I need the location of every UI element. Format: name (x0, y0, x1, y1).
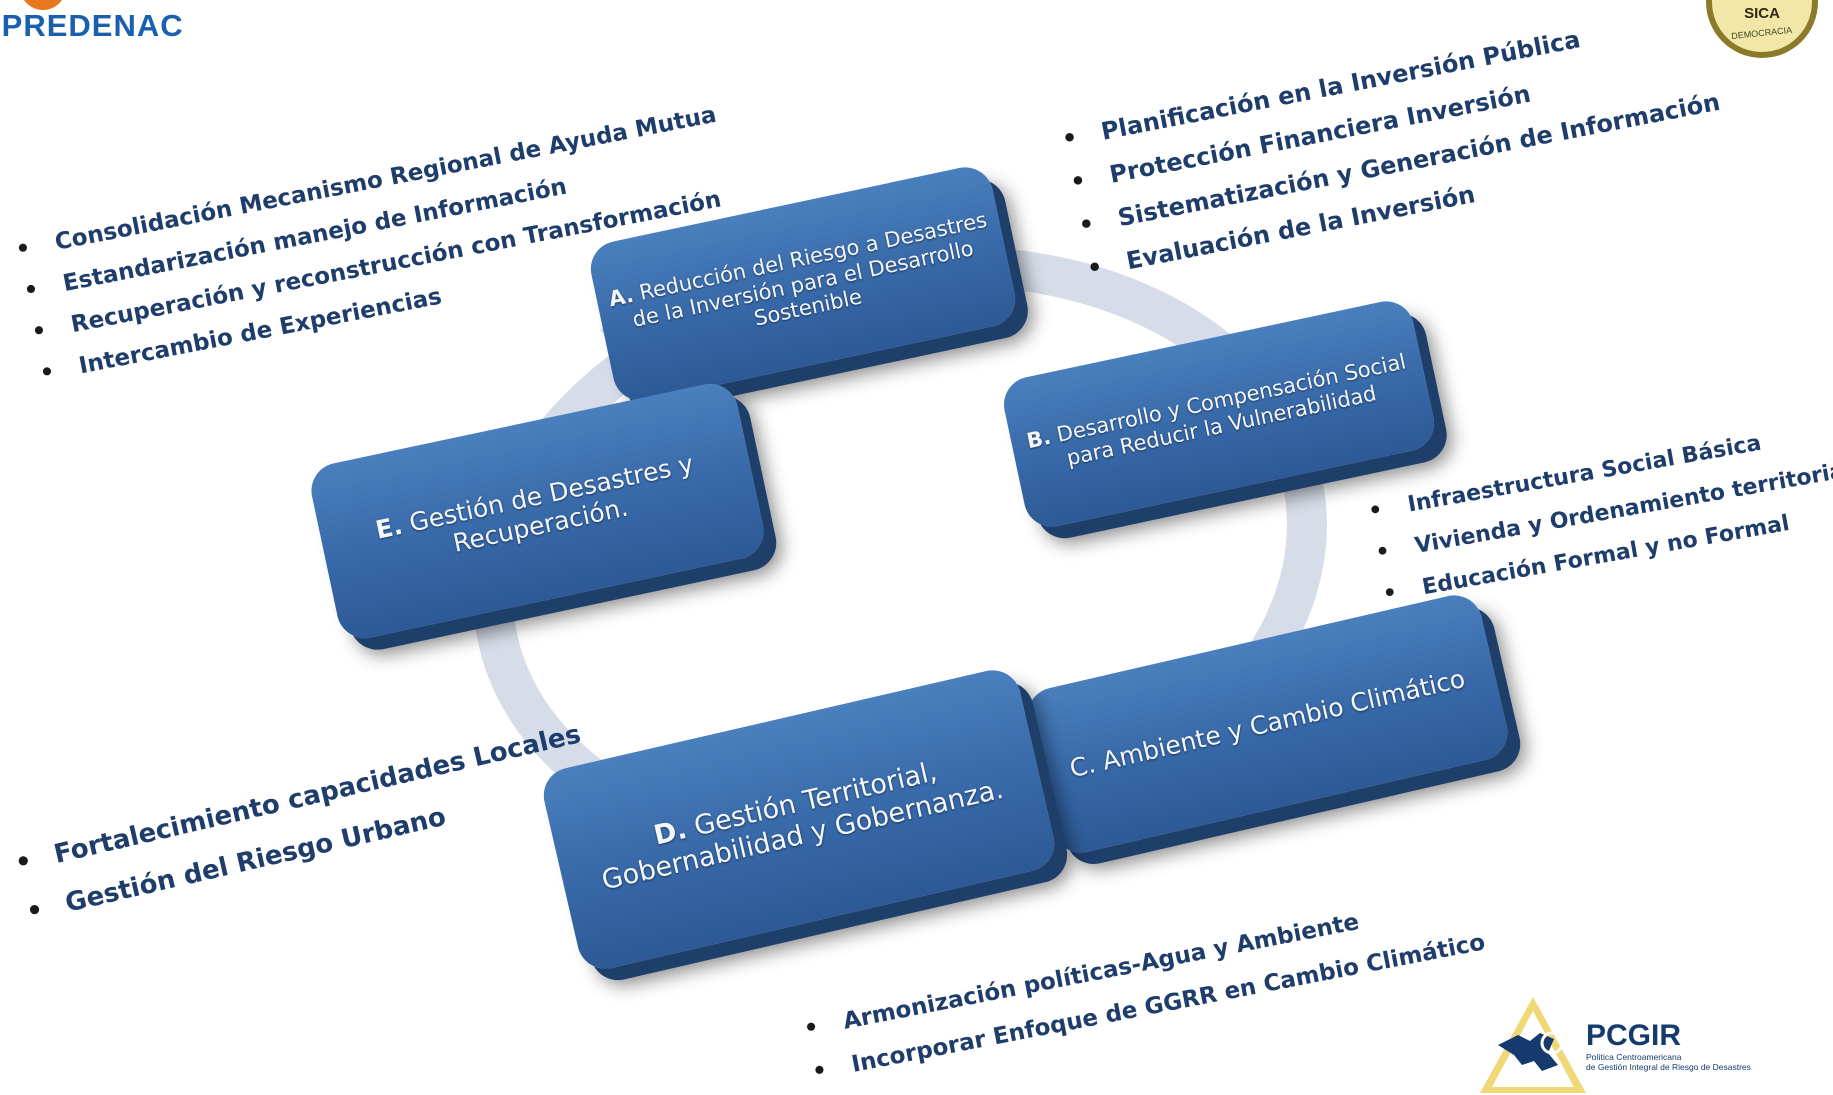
sica-logo-text: SICA (1744, 5, 1780, 22)
list-bottom: Armonización políticas-Agua y Ambiente I… (800, 877, 1489, 1094)
list-bottom-left: Fortalecimiento capacidades Locales Gest… (10, 710, 597, 938)
box-c-environment-climate: C. Ambiente y Cambio Climático (1022, 589, 1513, 859)
list-right: Infraestructura Social Básica Vivienda y… (1365, 408, 1833, 616)
pcgir-subtitle-2: de Gestión Integral de Riesgo de Desastr… (1586, 1062, 1751, 1072)
sica-logo: SICA DEMOCRACIA (1706, 0, 1818, 58)
box-e-text: Gestión de Desastres y Recuperación. (406, 448, 696, 558)
pcgir-map-icon (1480, 997, 1586, 1093)
cepredenac-logo: EPREDENAC (0, 0, 220, 48)
box-e-letter: E. (372, 510, 405, 545)
list-top-right: Planificación en la Inversión Pública Pr… (1058, 0, 1732, 291)
logo-swirl-icon (20, 0, 66, 10)
box-b-letter: B. (1024, 425, 1054, 454)
cepredenac-logo-text: EPREDENAC (0, 8, 184, 43)
box-c-letter: C. (1066, 749, 1099, 784)
box-e-disaster-management: E. Gestión de Desastres y Recuperación. (306, 378, 769, 644)
box-b-text: Desarrollo y Compensación Social para Re… (1054, 349, 1409, 471)
pcgir-name: PCGIR (1586, 1019, 1682, 1052)
pcgir-logo: PCGIR Política Centroamericana de Gestió… (1478, 995, 1833, 1095)
box-c-text: Ambiente y Cambio Climático (1099, 664, 1468, 776)
pcgir-subtitle-1: Política Centroamericana (1586, 1052, 1682, 1062)
box-d-territorial-management: D. Gestión Territorial, Gobernabilidad y… (538, 664, 1060, 975)
